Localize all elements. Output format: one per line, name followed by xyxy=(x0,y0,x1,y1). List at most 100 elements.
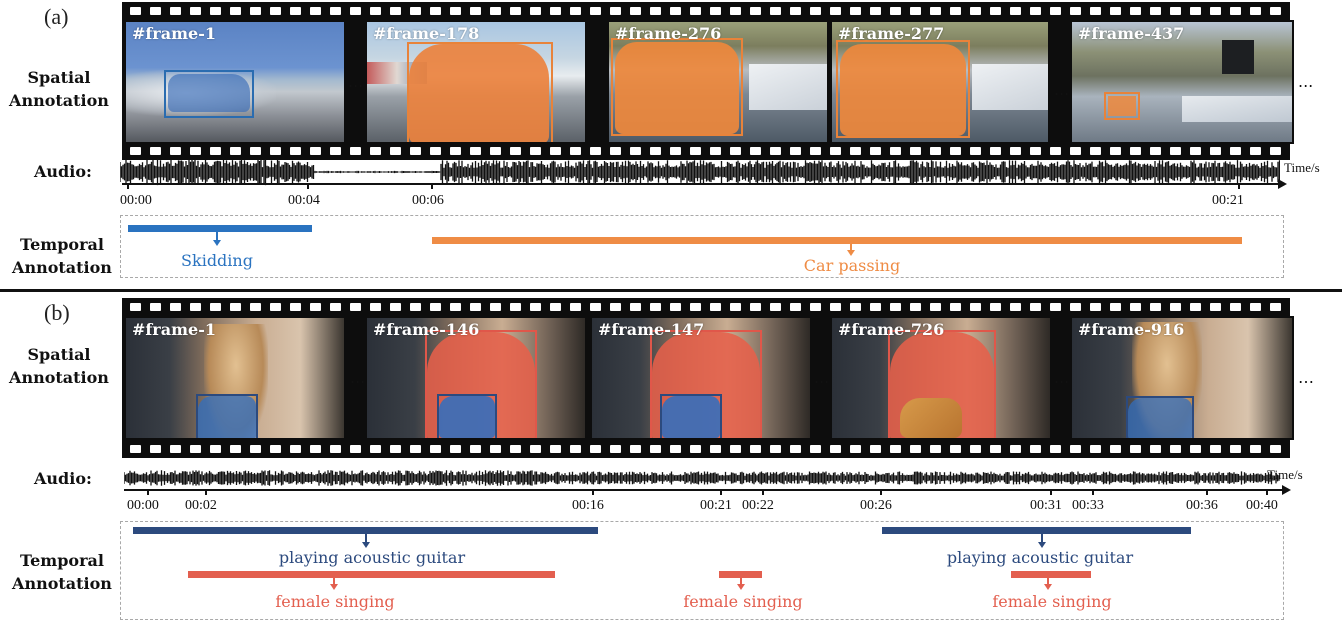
frame-id-label: #frame-916 xyxy=(1078,320,1185,339)
temporal-annotation-box xyxy=(120,215,1284,278)
sprocket-hole xyxy=(650,147,661,155)
sprocket-hole xyxy=(910,147,921,155)
tick-label: 00:21 xyxy=(1212,193,1244,208)
sprocket-hole xyxy=(510,7,521,15)
sprocket-hole xyxy=(650,303,661,311)
sprocket-hole xyxy=(430,7,441,15)
sprocket-hole xyxy=(250,147,261,155)
sprocket-hole xyxy=(1130,7,1141,15)
sprocket-hole xyxy=(1190,303,1201,311)
audio-waveform-a xyxy=(120,158,1280,186)
sprocket-hole xyxy=(1210,7,1221,15)
tick-label: 00:06 xyxy=(412,193,444,208)
ellipsis: ... xyxy=(1054,80,1070,99)
sprocket-hole xyxy=(330,147,341,155)
sprocket-hole xyxy=(1110,147,1121,155)
temporal-label-line2: Annotation xyxy=(12,574,112,594)
frame-id-label: #frame-1 xyxy=(132,320,216,339)
ellipsis: ... xyxy=(1298,72,1314,91)
time-axis xyxy=(122,183,1280,185)
car-mask xyxy=(615,42,739,134)
sprocket-hole xyxy=(130,147,141,155)
sprocket-hole xyxy=(850,7,861,15)
waveform-path xyxy=(124,470,1280,486)
sprocket-hole xyxy=(1050,7,1061,15)
sprocket-hole xyxy=(830,147,841,155)
sprocket-hole xyxy=(290,7,301,15)
sprocket-hole xyxy=(1090,7,1101,15)
ellipsis: … xyxy=(1298,368,1314,387)
bounding-box xyxy=(1126,396,1194,438)
car-mask xyxy=(409,44,549,142)
sprocket-hole xyxy=(790,445,801,453)
sprocket-hole xyxy=(1270,303,1281,311)
sprocket-hole xyxy=(950,147,961,155)
sprocket-hole xyxy=(1170,445,1181,453)
event-label: female singing xyxy=(683,592,803,611)
sprocket-hole xyxy=(1230,303,1241,311)
segment-arrow xyxy=(213,240,221,246)
sprocket-hole xyxy=(750,303,761,311)
sprocket-hole xyxy=(970,445,981,453)
sprocket-hole xyxy=(250,445,261,453)
sprocket-hole xyxy=(1150,445,1161,453)
guard-wall xyxy=(972,64,1048,110)
sprocket-hole xyxy=(310,7,321,15)
segment-stem xyxy=(1041,533,1043,543)
tick-mark xyxy=(592,489,594,495)
tick-mark xyxy=(880,489,882,495)
sprocket-hole xyxy=(1190,445,1201,453)
sprocket-hole xyxy=(830,7,841,15)
event-label: Skidding xyxy=(181,251,253,270)
sprocket-hole xyxy=(850,303,861,311)
bounding-box xyxy=(888,330,996,438)
sprocket-hole xyxy=(210,445,221,453)
time-axis xyxy=(124,489,1284,491)
sprocket-hole xyxy=(550,303,561,311)
tick-mark xyxy=(205,489,207,495)
sprocket-hole xyxy=(390,445,401,453)
tick-mark xyxy=(1238,183,1240,189)
bounding-box xyxy=(437,394,497,438)
sprocket-hole xyxy=(670,445,681,453)
sprocket-hole xyxy=(1110,303,1121,311)
sprocket-hole xyxy=(1010,7,1021,15)
sprocket-hole xyxy=(710,303,721,311)
event-segment-singing xyxy=(1011,571,1091,578)
panel-b-spatial-label: Spatial Annotation xyxy=(4,343,114,389)
ellipsis: ... xyxy=(348,72,364,91)
event-segment-car-passing xyxy=(432,237,1242,244)
bounding-box xyxy=(425,330,537,438)
ellipsis: ... xyxy=(350,368,366,387)
sprocket-hole xyxy=(990,303,1001,311)
sprocket-hole xyxy=(450,7,461,15)
sprocket-hole xyxy=(390,147,401,155)
sprocket-hole xyxy=(1210,147,1221,155)
sprocket-hole xyxy=(410,147,421,155)
sprocket-hole xyxy=(510,445,521,453)
sprocket-hole xyxy=(750,445,761,453)
panel-divider xyxy=(0,289,1342,292)
sprocket-hole xyxy=(930,147,941,155)
axis-arrow xyxy=(1278,179,1287,189)
frame-id-label: #frame-146 xyxy=(373,320,480,339)
video-frame: #frame-1 xyxy=(124,20,346,144)
video-frame: #frame-146 xyxy=(365,316,587,440)
sprocket-hole xyxy=(610,303,621,311)
sprocket-hole xyxy=(930,445,941,453)
sprocket-hole xyxy=(530,303,541,311)
tick-label: 00:00 xyxy=(120,193,152,208)
event-label: Car passing xyxy=(803,256,901,275)
sprocket-hole xyxy=(290,445,301,453)
segment-arrow xyxy=(330,584,338,590)
event-label: female singing xyxy=(275,592,395,611)
sprocket-hole xyxy=(230,147,241,155)
sprocket-hole xyxy=(970,147,981,155)
sprocket-hole xyxy=(1070,7,1081,15)
sprocket-hole xyxy=(830,445,841,453)
sprocket-hole xyxy=(690,7,701,15)
video-frame: #frame-437 xyxy=(1070,20,1294,144)
sprocket-hole xyxy=(950,303,961,311)
sprocket-hole xyxy=(1050,147,1061,155)
tick-mark xyxy=(762,489,764,495)
